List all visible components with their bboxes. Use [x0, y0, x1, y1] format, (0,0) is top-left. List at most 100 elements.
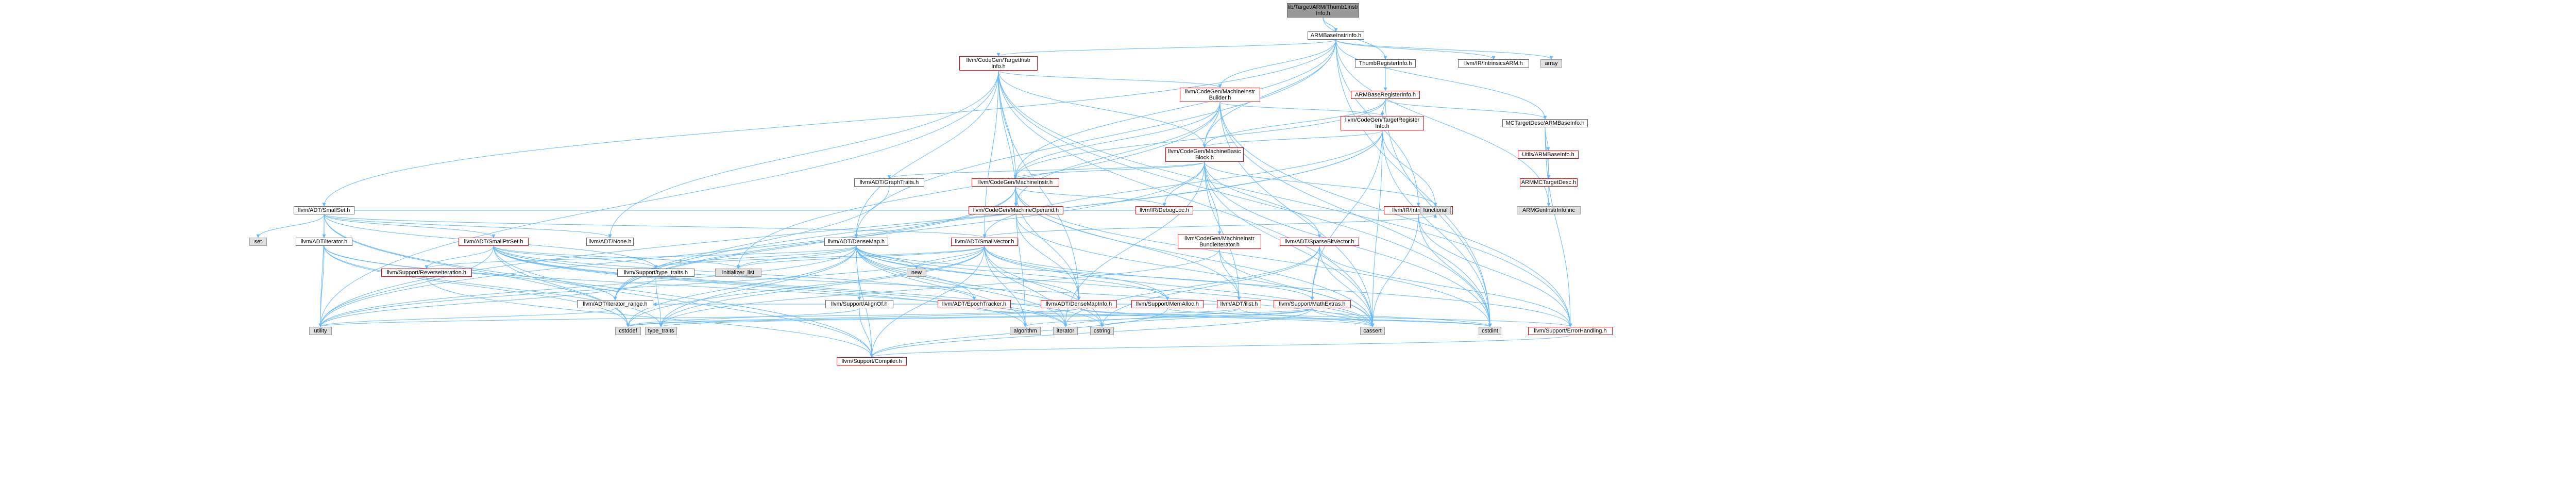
- node-thumbregisterinfo-h[interactable]: ThumbRegisterInfo.h: [1355, 59, 1416, 68]
- node-alignof-h[interactable]: llvm/Support/AlignOf.h: [825, 300, 893, 308]
- node-label: llvm/ADT/None.h: [588, 239, 632, 245]
- edge-codegen_machineinstrbundleiterator-to-type_traits: [659, 248, 1220, 327]
- node-array[interactable]: array: [1540, 59, 1562, 68]
- node-targetregisterinfo-h[interactable]: llvm/CodeGen/TargetRegister Info.h: [1341, 116, 1424, 130]
- node-initializer-list[interactable]: initializer_list: [715, 269, 761, 277]
- edge-adt_sparsebitvector-to-cassert: [1319, 245, 1375, 327]
- node-none-h[interactable]: llvm/ADT/None.h: [586, 238, 634, 246]
- edge-armbaseinstrinfo-to-mc_targetdesc_armbaseinfo: [1335, 39, 1547, 120]
- node-label: llvm/CodeGen/MachineBasic Block.h: [1168, 148, 1241, 161]
- node-machinebasicblock-h[interactable]: llvm/CodeGen/MachineBasic Block.h: [1165, 147, 1244, 162]
- edge-adt_smallptrset-to-support_type_traits: [493, 245, 658, 269]
- edge-adt_densemap-to-iterator: [856, 245, 1067, 327]
- edge-adt_smallptrset-to-support_reverseiteration: [425, 245, 494, 269]
- node-memalloc-h[interactable]: llvm/Support/MemAlloc.h: [1131, 300, 1204, 308]
- node-densemapinfo-h[interactable]: llvm/ADT/DenseMapInfo.h: [1041, 300, 1117, 308]
- edge-adt_densemap-to-utility: [318, 245, 857, 327]
- edge-adt_ilist-to-cstddef: [626, 308, 1240, 327]
- edge-adt_densemap-to-support_memalloc: [856, 245, 1170, 301]
- edge-adt_smallvector-to-support_errorhandling: [984, 245, 1572, 327]
- node-machineinstrbuilder-h[interactable]: llvm/CodeGen/MachineInstr Builder.h: [1180, 88, 1260, 102]
- edge-adt_smallvector-to-functional: [984, 214, 1437, 238]
- node-set[interactable]: set: [249, 238, 267, 246]
- node-algorithm[interactable]: algorithm: [1010, 327, 1041, 335]
- edge-codegen_targetregisterinfo-to-utility: [318, 130, 1383, 327]
- edge-support_reverseiteration-to-support_compiler: [426, 276, 874, 358]
- node-label: llvm/Support/AlignOf.h: [831, 301, 888, 307]
- node-utils-armbaseinfo-h[interactable]: Utils/ARMBaseInfo.h: [1518, 151, 1579, 159]
- edge-codegen_targetinstrinfo-to-adt_densemap: [854, 70, 999, 238]
- node-label: initializer_list: [722, 270, 755, 276]
- edge-support_mathextras-to-algorithm: [1023, 308, 1313, 327]
- node-cassert[interactable]: cassert: [1360, 327, 1385, 335]
- node-iterator[interactable]: iterator: [1053, 327, 1078, 335]
- node-cstdint[interactable]: cstdint: [1479, 327, 1501, 335]
- node-machineoperand-h[interactable]: llvm/CodeGen/MachineOperand.h: [969, 206, 1063, 214]
- edge-armbaseinstrinfo-to-codegen_machineinstr: [1013, 39, 1336, 179]
- node-support-type-traits-h[interactable]: llvm/Support/type_traits.h: [617, 269, 694, 277]
- node-label: llvm/CodeGen/MachineOperand.h: [973, 207, 1059, 213]
- node-armgeninstrinfo-inc[interactable]: ARMGenInstrInfo.inc: [1517, 206, 1581, 214]
- edge-armbaseinstrinfo-to-intrinsicsarm: [1335, 39, 1496, 60]
- node-functional[interactable]: functional: [1420, 206, 1451, 214]
- node-label: llvm/CodeGen/MachineInstr Builder.h: [1185, 89, 1255, 101]
- edge-adt_iterator-to-iterator: [324, 245, 1067, 327]
- node-label: llvm/ADT/EpochTracker.h: [942, 301, 1007, 307]
- node-targetinstrinfo-h[interactable]: llvm/CodeGen/TargetInstr Info.h: [959, 56, 1038, 71]
- node-smallvector-h[interactable]: llvm/ADT/SmallVector.h: [951, 238, 1018, 246]
- edge-adt_smallptrset-to-utility: [318, 245, 494, 327]
- node-mctargetdesc-armbaseinfo-h[interactable]: MCTargetDesc/ARMBaseInfo.h: [1502, 119, 1588, 127]
- node-armbaseregisterinfo-h[interactable]: ARMBaseRegisterInfo.h: [1351, 91, 1420, 99]
- edge-adt_smallvector-to-support_type_traits: [654, 245, 985, 269]
- node-label: ARMMCTargetDesc.h: [1521, 179, 1577, 186]
- node-utility[interactable]: utility: [309, 327, 332, 335]
- node-machineinstrbundleiterator-h[interactable]: llvm/CodeGen/MachineInstr BundleIterator…: [1178, 235, 1261, 249]
- edge-codegen_targetregisterinfo-to-support_mathextras: [1310, 130, 1383, 301]
- node-cstddef[interactable]: cstddef: [615, 327, 641, 335]
- edge-codegen_machineinstrbuilder-to-codegen_machineoperand: [1014, 102, 1221, 207]
- edge-adt_smallptrset-to-support_compiler: [493, 245, 874, 358]
- node-smallptrset-h[interactable]: llvm/ADT/SmallPtrSet.h: [459, 238, 529, 246]
- edge-utils_armbaseinfo-to-armmctargetdesc: [1547, 158, 1551, 179]
- node-label: ARMBaseInstrInfo.h: [1310, 32, 1362, 39]
- node-graphtraits-h[interactable]: llvm/ADT/GraphTraits.h: [854, 178, 924, 187]
- edge-armbaseinstrinfo-to-codegen_machinebasicblock: [1202, 39, 1336, 148]
- node-iterator-h[interactable]: llvm/ADT/iterator.h: [296, 238, 352, 246]
- node-label: llvm/ADT/DenseMap.h: [827, 239, 885, 245]
- edge-support_mathextras-to-type_traits: [659, 308, 1313, 327]
- node-thumb1instrinfo-h[interactable]: lib/Target/ARM/Thumb1Instr Info.h: [1287, 3, 1359, 18]
- node-armbaseinstrinfo-h[interactable]: ARMBaseInstrInfo.h: [1308, 31, 1364, 40]
- edge-adt_smallptrset-to-cstddef: [493, 245, 630, 327]
- edge-mc_targetdesc_armbaseinfo-to-support_errorhandling: [1545, 127, 1572, 327]
- node-ilist-h[interactable]: llvm/ADT/ilist.h: [1217, 300, 1261, 308]
- edge-adt_densemap-to-support_type_traits: [654, 245, 857, 269]
- edge-adt_densemapinfo-to-cassert: [1078, 308, 1375, 327]
- node-cstring[interactable]: cstring: [1090, 327, 1114, 335]
- node-armmctargetdesc-h[interactable]: ARMMCTargetDesc.h: [1520, 178, 1578, 187]
- edge-adt_sparsebitvector-to-cstring: [1100, 245, 1320, 327]
- node-compiler-h[interactable]: llvm/Support/Compiler.h: [837, 357, 907, 365]
- node-epochtracker-h[interactable]: llvm/ADT/EpochTracker.h: [938, 300, 1011, 308]
- node-label: cstddef: [619, 328, 637, 334]
- node-sparsebitvector-h[interactable]: llvm/ADT/SparseBitVector.h: [1280, 238, 1359, 246]
- edge-adt_smallvector-to-support_compiler: [870, 245, 985, 358]
- edge-support_mathextras-to-cstring: [1100, 308, 1313, 327]
- node-densemap-h[interactable]: llvm/ADT/DenseMap.h: [824, 238, 888, 246]
- node-errorhandling-h[interactable]: llvm/Support/ErrorHandling.h: [1528, 327, 1613, 335]
- edge-codegen_targetregisterinfo-to-functional: [1382, 130, 1437, 207]
- node-iterator-range-h[interactable]: llvm/ADT/iterator_range.h: [577, 300, 653, 308]
- node-reverseiteration-h[interactable]: llvm/Support/ReverseIteration.h: [381, 269, 472, 277]
- edge-codegen_machineoperand-to-adt_densemapinfo: [1015, 214, 1081, 301]
- node-label: cstdint: [1482, 328, 1498, 334]
- edge-codegen_targetinstrinfo-to-adt_none: [608, 70, 999, 238]
- node-intrinsicsarm-h[interactable]: llvm/IR/IntrinsicsARM.h: [1458, 59, 1529, 68]
- node-label: llvm/ADT/SparseBitVector.h: [1284, 239, 1354, 245]
- node-machineinstr-h[interactable]: llvm/CodeGen/MachineInstr.h: [972, 178, 1059, 187]
- edge-codegen_machinebasicblock-to-iterator: [1063, 161, 1205, 327]
- node-label: functional: [1423, 207, 1448, 213]
- node-type-traits[interactable]: type_traits: [645, 327, 677, 335]
- node-smallset-h[interactable]: llvm/ADT/SmallSet.h: [294, 206, 354, 214]
- node-new[interactable]: new: [907, 269, 926, 277]
- node-mathextras-h[interactable]: llvm/Support/MathExtras.h: [1274, 300, 1351, 308]
- node-debugloc-h[interactable]: llvm/IR/DebugLoc.h: [1136, 206, 1193, 214]
